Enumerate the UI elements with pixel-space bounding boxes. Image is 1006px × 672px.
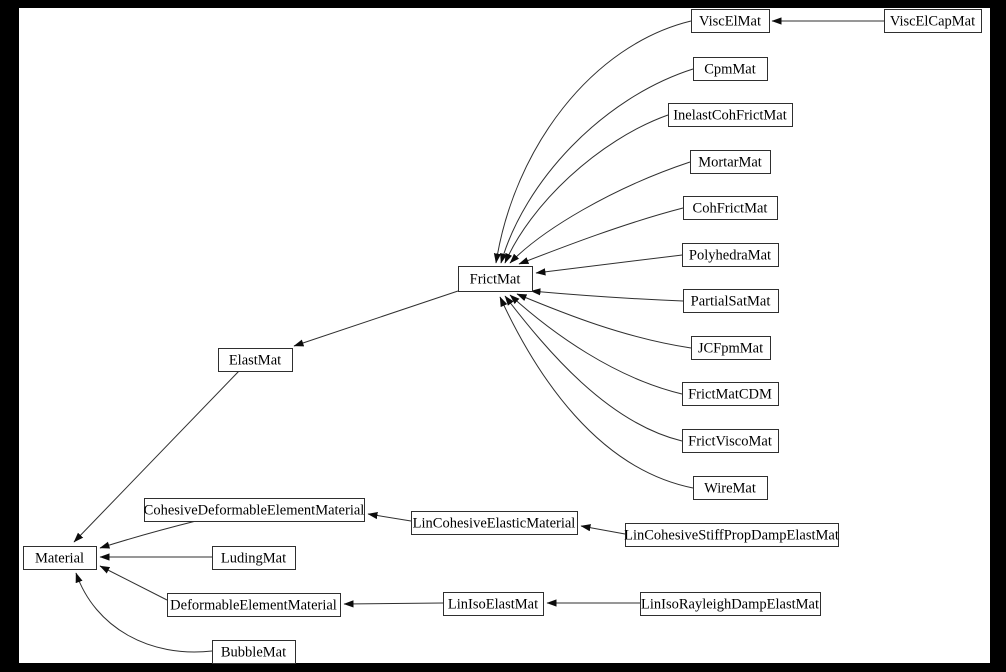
node-label-CpmMat: CpmMat <box>704 62 756 78</box>
node-FrictMat[interactable]: FrictMat <box>458 266 533 292</box>
node-label-LudingMat: LudingMat <box>221 551 286 567</box>
node-box-ElastMat <box>218 348 293 372</box>
node-label-WireMat: WireMat <box>704 481 756 497</box>
node-box-CohFrictMat <box>683 196 778 220</box>
edge-ViscElMat-to-FrictMat <box>493 20 692 264</box>
node-JCFpmMat[interactable]: JCFpmMat <box>691 336 771 360</box>
node-label-CohFrictMat: CohFrictMat <box>693 201 768 217</box>
node-label-ElastMat: ElastMat <box>229 353 281 369</box>
node-label-MortarMat: MortarMat <box>698 155 762 171</box>
edge-LinCohesiveStiffPropDampElastMat-to-LinCohesiveElasticMaterial <box>580 524 626 535</box>
node-label-LinCohesiveStiffPropDampElastMat: LinCohesiveStiffPropDampElastMat <box>624 528 839 544</box>
node-BubbleMat[interactable]: BubbleMat <box>212 640 296 664</box>
node-label-BubbleMat: BubbleMat <box>221 645 286 661</box>
node-FrictMatCDM[interactable]: FrictMatCDM <box>682 382 779 406</box>
node-box-CohesiveDeformableElementMaterial <box>144 498 365 522</box>
edge-FrictMat-to-ElastMat <box>293 290 459 347</box>
node-InelastCohFrictMat[interactable]: InelastCohFrictMat <box>668 103 793 127</box>
node-label-LinIsoElastMat: LinIsoElastMat <box>448 597 538 613</box>
edge-LinIsoElastMat-to-DeformableElementMaterial <box>343 600 444 608</box>
edge-WireMat-to-FrictMat <box>499 296 694 489</box>
edge-BubbleMat-to-Material <box>75 572 213 653</box>
node-box-PolyhedraMat <box>682 243 779 267</box>
node-CohFrictMat[interactable]: CohFrictMat <box>683 196 778 220</box>
diagram-canvas <box>19 8 990 663</box>
node-box-MortarMat <box>690 150 771 174</box>
node-label-FrictMatCDM: FrictMatCDM <box>688 387 772 403</box>
node-box-Material <box>23 546 97 570</box>
node-box-LudingMat <box>212 546 296 570</box>
node-box-LinCohesiveElasticMaterial <box>411 511 578 535</box>
node-FrictViscoMat[interactable]: FrictViscoMat <box>682 429 779 453</box>
node-WireMat[interactable]: WireMat <box>693 476 768 500</box>
node-box-LinCohesiveStiffPropDampElastMat <box>625 523 839 547</box>
node-box-LinIsoElastMat <box>443 592 544 616</box>
node-CohesiveDeformableElementMaterial[interactable]: CohesiveDeformableElementMaterial <box>144 498 365 522</box>
node-label-LinIsoRayleighDampElastMat: LinIsoRayleighDampElastMat <box>641 597 819 613</box>
edge-JCFpmMat-to-FrictMat <box>516 293 692 349</box>
node-PartialSatMat[interactable]: PartialSatMat <box>683 289 779 313</box>
node-ViscElMat[interactable]: ViscElMat <box>691 9 770 33</box>
node-label-LinCohesiveElasticMaterial: LinCohesiveElasticMaterial <box>413 516 576 532</box>
node-ViscElCapMat[interactable]: ViscElCapMat <box>884 9 982 33</box>
node-box-LinIsoRayleighDampElastMat <box>640 592 821 616</box>
node-label-FrictMat: FrictMat <box>470 272 521 288</box>
node-DeformableElementMaterial[interactable]: DeformableElementMaterial <box>167 593 341 617</box>
node-box-FrictMat <box>458 266 533 292</box>
node-box-DeformableElementMaterial <box>167 593 341 617</box>
edge-LinCohesiveElasticMaterial-to-CohesiveDeformableElementMaterial <box>367 511 412 522</box>
node-label-ViscElMat: ViscElMat <box>699 14 761 30</box>
node-CpmMat[interactable]: CpmMat <box>693 57 768 81</box>
node-box-WireMat <box>693 476 768 500</box>
node-ElastMat[interactable]: ElastMat <box>218 348 293 372</box>
edge-ElastMat-to-Material <box>73 370 240 543</box>
node-label-DeformableElementMaterial: DeformableElementMaterial <box>170 598 337 614</box>
edge-InelastCohFrictMat-to-FrictMat <box>504 114 669 264</box>
edge-CohesiveDeformableElementMaterial-to-Material <box>99 520 197 549</box>
node-label-FrictViscoMat: FrictViscoMat <box>688 434 772 450</box>
edge-CohFrictMat-to-FrictMat <box>518 207 684 265</box>
node-Material[interactable]: Material <box>23 546 97 570</box>
node-box-ViscElCapMat <box>884 9 982 33</box>
edge-CpmMat-to-FrictMat <box>500 68 694 264</box>
edge-PolyhedraMat-to-FrictMat <box>535 254 683 276</box>
node-label-PartialSatMat: PartialSatMat <box>691 294 771 310</box>
node-box-InelastCohFrictMat <box>668 103 793 127</box>
node-label-ViscElCapMat: ViscElCapMat <box>890 14 975 30</box>
edge-MortarMat-to-FrictMat <box>509 161 691 264</box>
node-box-BubbleMat <box>212 640 296 664</box>
node-MortarMat[interactable]: MortarMat <box>690 150 771 174</box>
node-box-JCFpmMat <box>691 336 771 360</box>
node-LinCohesiveStiffPropDampElastMat[interactable]: LinCohesiveStiffPropDampElastMat <box>624 523 839 547</box>
node-PolyhedraMat[interactable]: PolyhedraMat <box>682 243 779 267</box>
node-label-Material: Material <box>35 551 84 567</box>
node-LudingMat[interactable]: LudingMat <box>212 546 296 570</box>
node-LinIsoRayleighDampElastMat[interactable]: LinIsoRayleighDampElastMat <box>640 592 821 616</box>
node-label-PolyhedraMat: PolyhedraMat <box>689 248 771 264</box>
edge-FrictMatCDM-to-FrictMat <box>509 294 683 395</box>
node-box-FrictMatCDM <box>682 382 779 406</box>
node-label-CohesiveDeformableElementMaterial: CohesiveDeformableElementMaterial <box>144 503 365 519</box>
edge-FrictViscoMat-to-FrictMat <box>504 295 683 442</box>
edge-DeformableElementMaterial-to-Material <box>99 565 168 601</box>
node-label-JCFpmMat: JCFpmMat <box>698 341 763 357</box>
node-box-FrictViscoMat <box>682 429 779 453</box>
node-box-CpmMat <box>693 57 768 81</box>
edge-PartialSatMat-to-FrictMat <box>530 288 684 302</box>
node-box-ViscElMat <box>691 9 770 33</box>
node-label-InelastCohFrictMat: InelastCohFrictMat <box>673 108 787 124</box>
node-box-PartialSatMat <box>683 289 779 313</box>
node-LinCohesiveElasticMaterial[interactable]: LinCohesiveElasticMaterial <box>411 511 578 535</box>
node-LinIsoElastMat[interactable]: LinIsoElastMat <box>443 592 544 616</box>
